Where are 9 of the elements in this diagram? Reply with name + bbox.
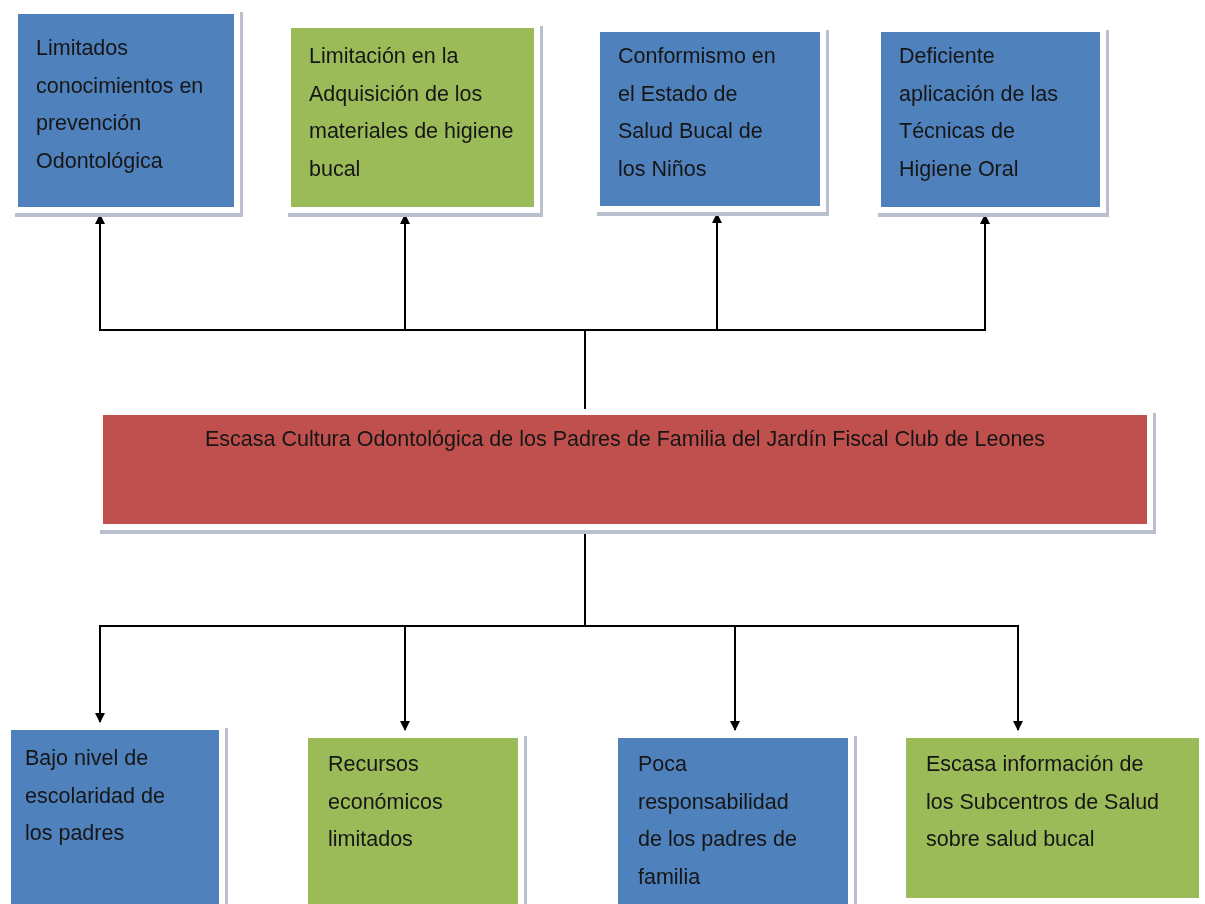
box-text: Recursos económicos limitados <box>328 752 443 851</box>
box-text: Limitación en la Adquisición de los materiales de higiene bucal <box>309 44 514 181</box>
box-text: Escasa información de los Subcentros de Salud sobre salud bucal <box>926 752 1160 851</box>
box-text: Bajo nivel de escolaridad de los padres <box>25 746 165 845</box>
box-text: Escasa Cultura Odontológica de los Padres de Familia del Jardín Fiscal Club de Leones <box>204 427 1046 451</box>
box-text: Deficiente aplicación de las Técnicas de Higiene Oral <box>899 44 1058 181</box>
box-text: Limitados conocimientos en prevención Odontológica <box>36 36 204 173</box>
box-text: Poca responsabilidad de los padres de familia <box>638 752 797 889</box>
box-text: Conformismo en el Estado de Salud Bucal de los Niños <box>618 44 776 181</box>
